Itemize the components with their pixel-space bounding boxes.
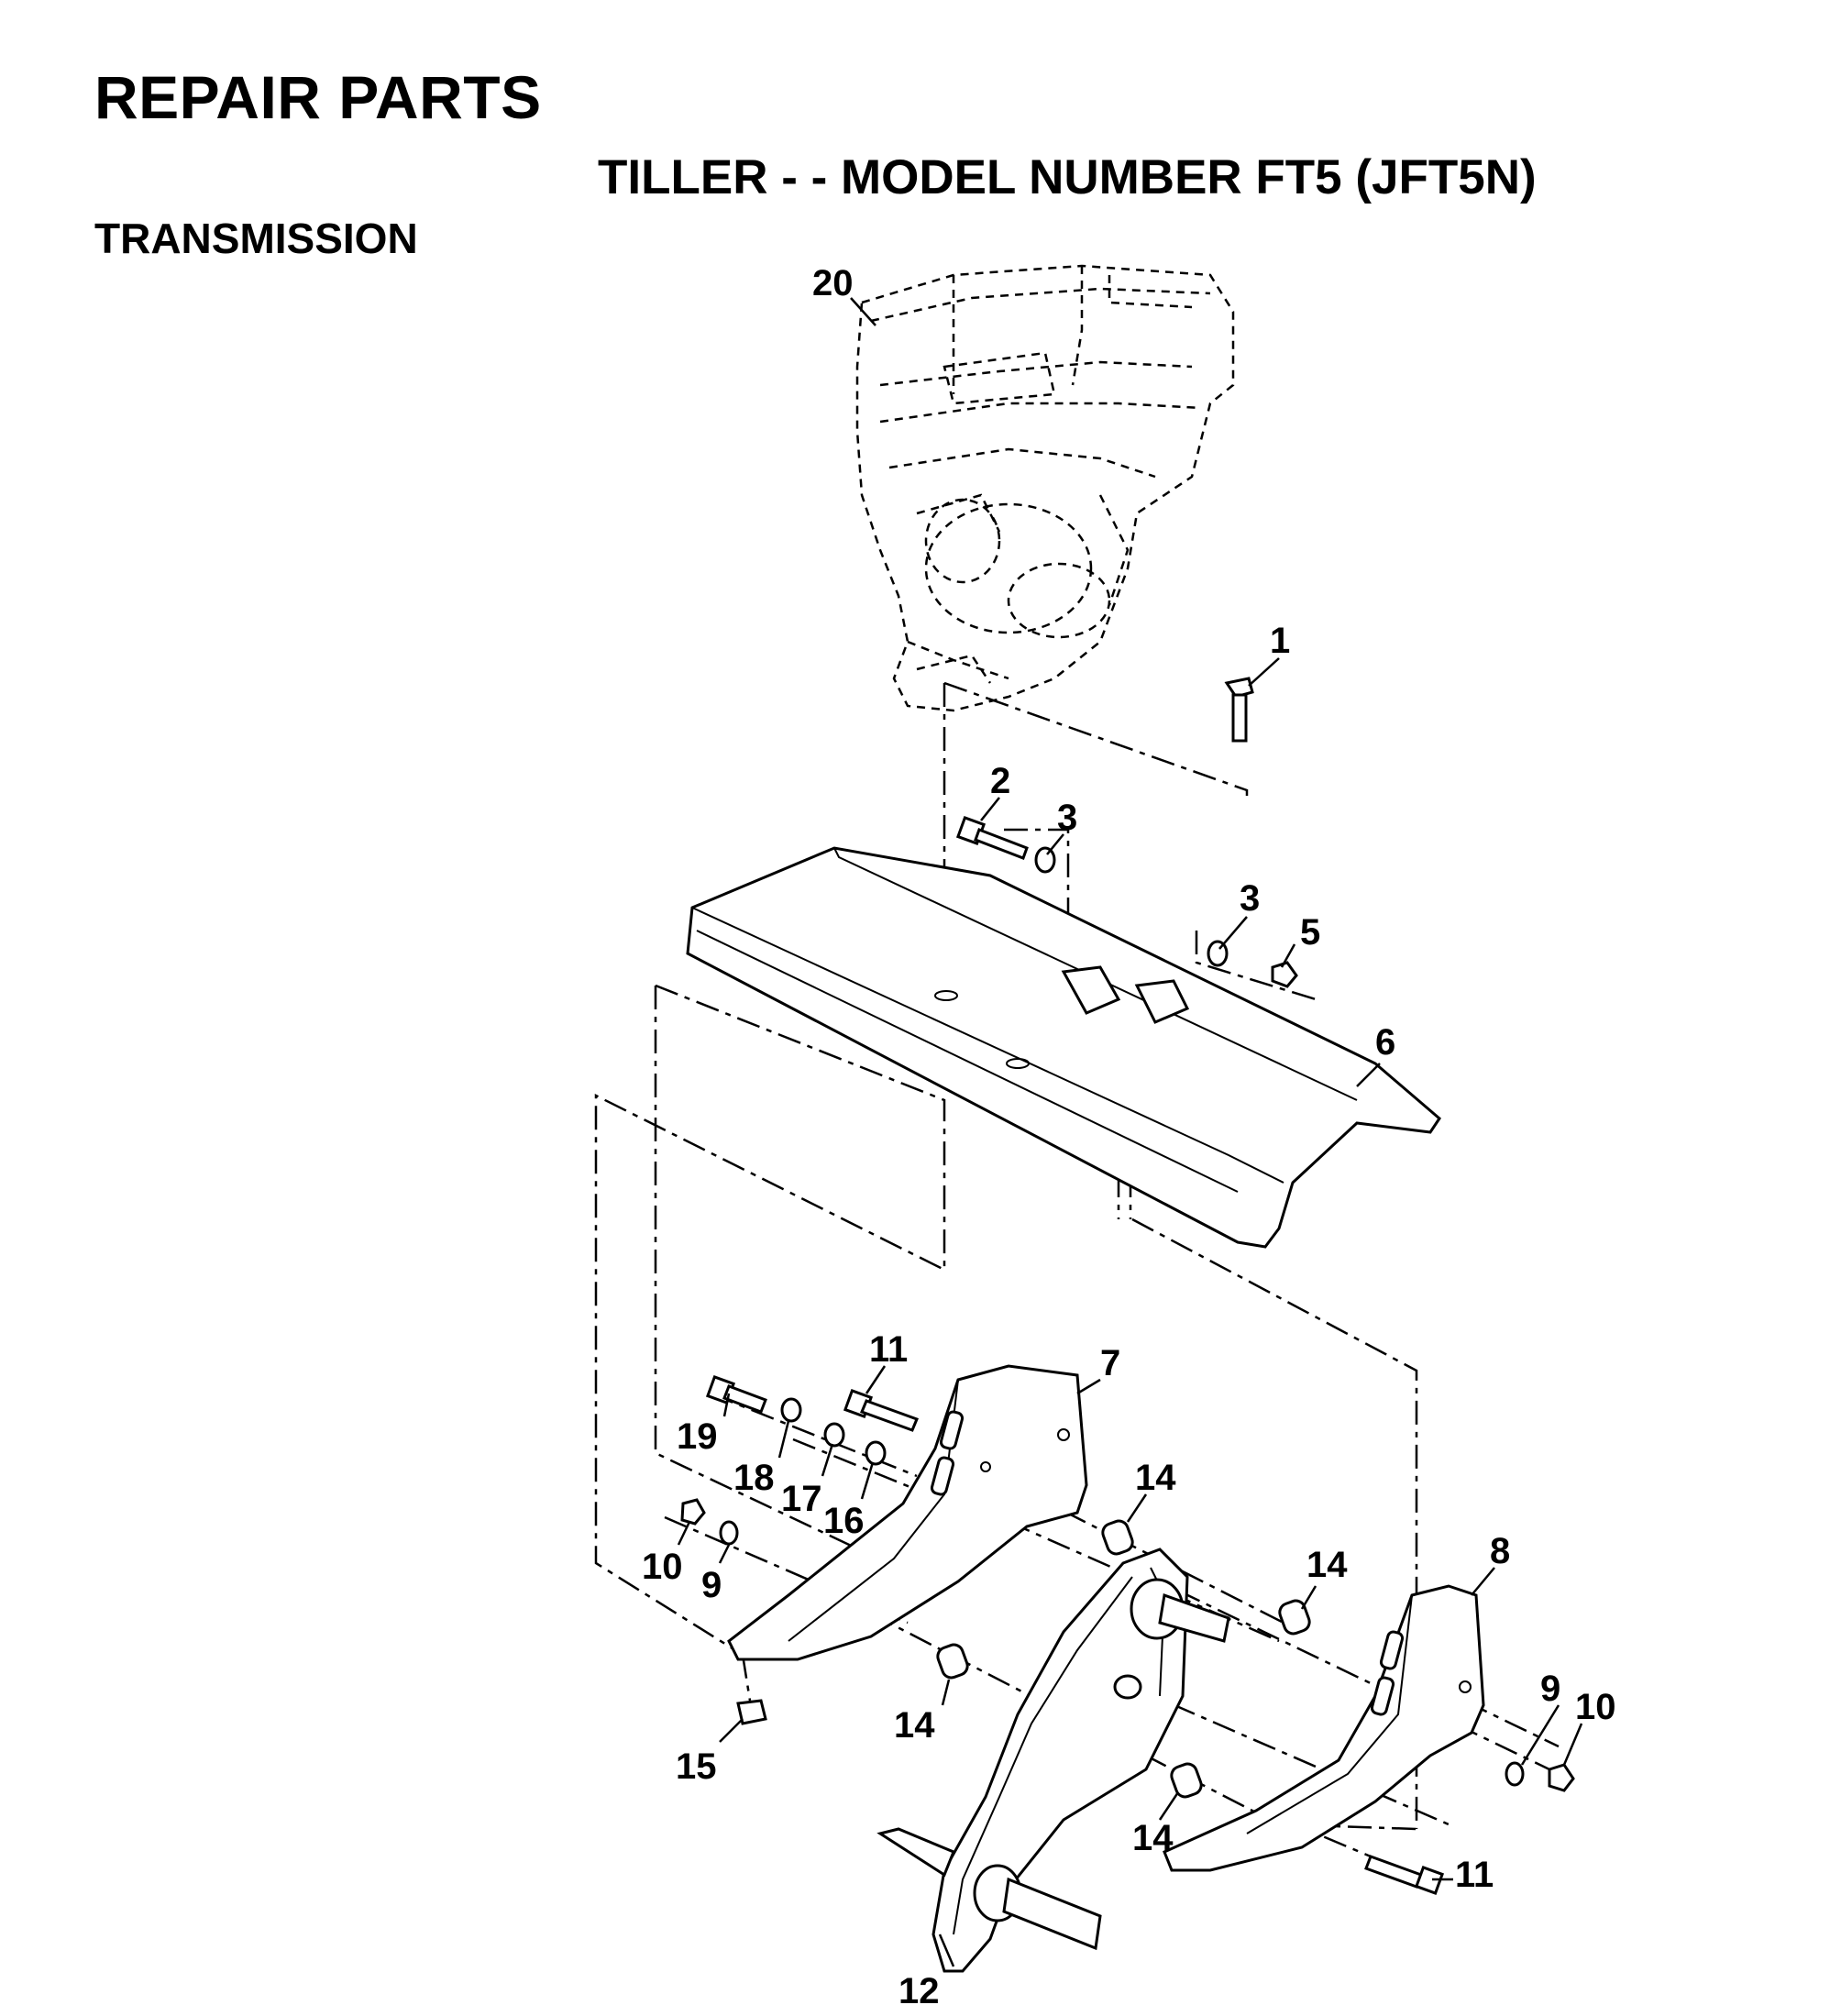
callout-16: 16 [823, 1501, 865, 1541]
callout-14d: 14 [1132, 1818, 1174, 1858]
callout-9a: 9 [701, 1565, 722, 1605]
callout-11a: 11 [869, 1329, 908, 1370]
callout-5: 5 [1300, 912, 1320, 953]
engine-phantom [855, 264, 1235, 712]
callout-3a: 3 [1057, 798, 1077, 838]
tine-shield [686, 846, 1441, 1249]
callout-labels: 20 1 2 3 3 5 6 11 7 19 18 17 16 14 10 9 … [642, 263, 1616, 2011]
section-title: TRANSMISSION [94, 215, 418, 262]
side-plate-left [727, 1364, 1088, 1661]
callout-17: 17 [781, 1479, 822, 1519]
callout-14a: 14 [1135, 1458, 1176, 1498]
callout-12: 12 [898, 1971, 940, 2011]
callout-20: 20 [812, 263, 854, 303]
leader-lines [677, 297, 1583, 1967]
transmission-housing [876, 1548, 1230, 1973]
callout-10a: 10 [642, 1547, 683, 1587]
hardware-top [955, 677, 1298, 988]
callout-15: 15 [676, 1746, 717, 1787]
callout-8: 8 [1490, 1531, 1510, 1571]
page-title: REPAIR PARTS [94, 63, 542, 131]
callout-9b: 9 [1540, 1669, 1560, 1709]
callout-10b: 10 [1575, 1687, 1616, 1727]
callout-18: 18 [733, 1458, 775, 1498]
callout-11b: 11 [1455, 1855, 1494, 1895]
callout-19: 19 [677, 1416, 718, 1457]
callout-3b: 3 [1240, 878, 1260, 919]
callout-2: 2 [990, 761, 1010, 801]
callout-7: 7 [1100, 1343, 1120, 1383]
callout-1: 1 [1270, 621, 1290, 661]
callout-6: 6 [1375, 1022, 1395, 1063]
callout-14c: 14 [894, 1705, 935, 1746]
side-plate-right [1163, 1584, 1485, 1872]
model-subtitle: TILLER - - MODEL NUMBER FT5 (JFT5N) [598, 150, 1537, 204]
callout-14b: 14 [1306, 1545, 1348, 1585]
